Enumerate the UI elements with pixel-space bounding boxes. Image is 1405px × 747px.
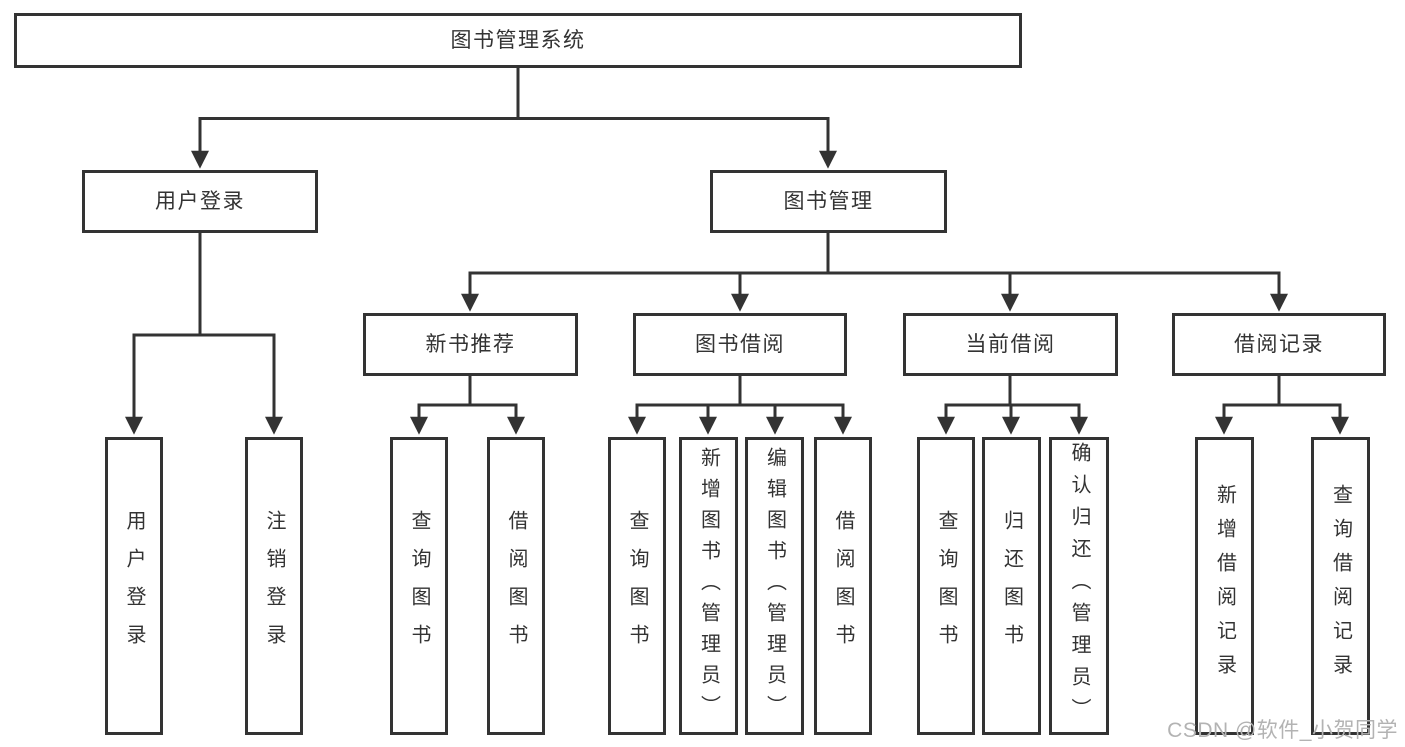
node-library-system: 图书管理系统 xyxy=(14,13,1022,68)
node-new-book-recommend: 新书推荐 xyxy=(363,313,578,376)
leaf-borrow-books-recommend: 借阅图书 xyxy=(487,437,545,735)
node-user-login: 用户登录 xyxy=(82,170,318,233)
leaf-query-books-borrow: 查询图书 xyxy=(608,437,666,735)
leaf-query-books-current: 查询图书 xyxy=(917,437,975,735)
leaf-user-login: 用户登录 xyxy=(105,437,163,735)
node-book-management: 图书管理 xyxy=(710,170,947,233)
node-borrow-records: 借阅记录 xyxy=(1172,313,1386,376)
node-book-borrow: 图书借阅 xyxy=(633,313,847,376)
csdn-watermark: CSDN @软件_小贺同学 xyxy=(1167,719,1398,742)
node-current-borrow: 当前借阅 xyxy=(903,313,1118,376)
leaf-return-books: 归还图书 xyxy=(982,437,1041,735)
leaf-query-borrow-record: 查询借阅记录 xyxy=(1311,437,1370,735)
leaf-add-borrow-record: 新增借阅记录 xyxy=(1195,437,1254,735)
leaf-add-books-admin: 新增图书（管理员） xyxy=(679,437,738,735)
leaf-logout: 注销登录 xyxy=(245,437,303,735)
leaf-confirm-return-admin: 确认归还（管理员） xyxy=(1049,437,1109,735)
leaf-borrow-books: 借阅图书 xyxy=(814,437,872,735)
leaf-edit-books-admin: 编辑图书（管理员） xyxy=(745,437,804,735)
leaf-query-books-recommend: 查询图书 xyxy=(390,437,448,735)
